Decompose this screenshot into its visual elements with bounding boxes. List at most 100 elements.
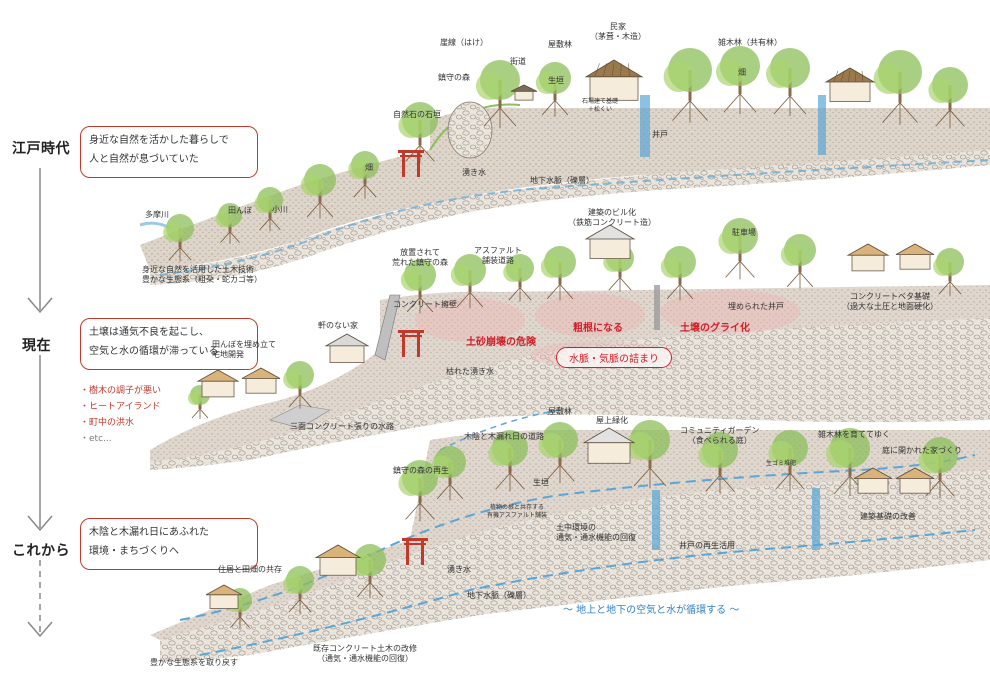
label-f-yashikirin: 屋敷林 xyxy=(548,407,572,416)
label-bldg: 建築のビル化 （鉄筋コンクリート造） xyxy=(568,208,656,228)
note-line: 空気と水の循環が滞っている xyxy=(89,346,219,357)
label-chinju: 鎮守の森 xyxy=(438,73,470,82)
note-line: 土壌は通気不良を起こし、 xyxy=(89,327,209,338)
issue-item: ・樹木の調子が悪い xyxy=(80,386,162,396)
label-ogawa: 小川 xyxy=(272,205,288,214)
label-ido: 井戸 xyxy=(652,130,668,139)
timeline-arrow xyxy=(27,168,53,638)
label-line: 民家 xyxy=(610,22,626,31)
label-line: 土中環境の xyxy=(556,523,596,532)
label-line: （食べられる庭） xyxy=(687,436,752,445)
label-tamboo: 田んぼ xyxy=(228,206,252,215)
label-f-junkan: ～ 地上と地下の空気と水が循環する ～ xyxy=(563,605,740,616)
torii-future-icon xyxy=(402,538,428,565)
label-taberi: 田んぼを埋め立て 宅地開発 xyxy=(212,340,276,360)
label-f-chika: 地下水脈（礫層） xyxy=(467,591,531,600)
label-kaido: 街道 xyxy=(510,57,526,66)
label-hochi: 放置されて 荒れた鎮守の森 xyxy=(392,248,448,268)
warning-sokon: 粗根になる xyxy=(573,323,623,334)
issue-item: ・ヒートアイランド xyxy=(80,402,161,412)
issue-list: ・樹木の調子が悪い ・ヒートアイランド ・町中の洪水 ・etc... xyxy=(80,383,161,447)
torii-edo-icon xyxy=(398,150,424,177)
label-line: 既存コンクリート土木の改修 xyxy=(313,644,417,653)
label-f-komorebi: 木陰と木漏れ日の道路 xyxy=(464,432,544,441)
tree-icon xyxy=(660,246,696,301)
house-icon xyxy=(584,59,644,101)
label-f-okujo: 屋上緑化 xyxy=(596,416,628,425)
torii-now-icon xyxy=(398,330,424,357)
tree-icon xyxy=(716,46,760,114)
tree-icon xyxy=(663,48,712,123)
tree-icon xyxy=(918,437,958,499)
tree-icon xyxy=(766,48,810,116)
label-f-zoki: 雑木林を育ててゆく xyxy=(818,430,890,439)
warning-hokai: 土砂崩壊の危険 xyxy=(466,337,536,348)
issue-item: ・etc... xyxy=(80,434,112,444)
label-umerareta: 埋められた井戸 xyxy=(728,302,784,311)
label-f-kison: 既存コンクリート土木の改修 （通気・通水機能の回復） xyxy=(313,644,417,664)
label-ikegaki: 生垣 xyxy=(548,76,564,85)
label-minka: 民家 （茅葺・木造） xyxy=(590,22,646,42)
tree-icon xyxy=(476,60,520,128)
house-icon xyxy=(582,427,636,464)
label-doboku: 身近な自然を活用した土木技術 豊かな生態系（粗朶・蛇カゴ等） xyxy=(142,265,262,285)
tree-icon xyxy=(398,460,438,522)
label-f-namagomi: 生ゴミ堆肥 xyxy=(766,460,797,467)
label-f-community: コミュニティガーデン （食べられる庭） xyxy=(680,426,760,446)
tree-icon xyxy=(283,566,314,614)
label-f-chinju: 鎮守の森の再生 xyxy=(393,466,449,475)
label-kareta: 枯れた湧き水 xyxy=(446,367,494,376)
issue-item: ・町中の洪水 xyxy=(80,418,135,428)
label-line: （過大な土圧と地面硬化） xyxy=(842,302,938,311)
label-nokinonai: 軒のない家 xyxy=(318,321,358,330)
tree-icon xyxy=(928,67,968,129)
tree-icon xyxy=(538,422,578,484)
label-hatake: 畑 xyxy=(365,163,373,172)
now-landscape xyxy=(150,285,990,470)
label-chika-suimyaku: 地下水脈（礫層） xyxy=(530,176,594,185)
tree-icon xyxy=(933,248,964,296)
label-line: 植物の根と共存する xyxy=(490,504,545,511)
label-line: 田んぼを埋め立て xyxy=(212,340,276,349)
note-line: 環境・まちづくりへ xyxy=(89,546,179,557)
label-hatake-top: 畑 xyxy=(738,68,746,77)
edo-landscape xyxy=(139,95,990,285)
label-f-yutaka: 豊かな生態系を取り戻す xyxy=(150,658,238,667)
label-shizen-ishigaki: 自然石の石垣 xyxy=(393,110,441,119)
label-line: ＋松くい xyxy=(588,106,613,113)
label-line: 石場建て基礎 xyxy=(582,98,619,105)
tree-icon xyxy=(718,218,758,280)
house-icon xyxy=(584,224,636,260)
label-line: 通気・通水機能の回復 xyxy=(556,533,636,542)
house-icon xyxy=(205,584,243,609)
future-landscape xyxy=(150,409,990,662)
label-line: （鉄筋コンクリート造） xyxy=(568,218,656,227)
tree-icon xyxy=(215,203,242,244)
tree-icon xyxy=(488,430,528,492)
era-label-edo: 江戸時代 xyxy=(12,141,70,157)
label-line: 身近な自然を活用した土木技術 xyxy=(142,265,254,274)
label-line: 舗装道路 xyxy=(482,256,514,265)
note-edo: 身近な自然を活かした暮らしで 人と自然が息づいていた xyxy=(80,126,258,178)
label-wakimizu: 湧き水 xyxy=(462,168,486,177)
label-line: 建築のビル化 xyxy=(588,208,636,217)
note-future: 木陰と木漏れ日にあふれた 環境・まちづくりへ xyxy=(80,518,258,570)
label-line: 荒れた鎮守の森 xyxy=(392,258,448,267)
house-icon xyxy=(846,243,890,272)
label-concrete-wall: コンクリート擁壁 xyxy=(393,300,457,309)
tree-icon xyxy=(626,420,670,488)
tree-icon xyxy=(400,259,436,314)
note-now: 土壌は通気不良を起こし、 空気と水の循環が滞っている xyxy=(80,318,258,370)
tree-icon xyxy=(254,187,283,232)
label-asphalt: アスファルト 舗装道路 xyxy=(474,246,522,266)
house-icon xyxy=(824,67,876,102)
house-icon xyxy=(895,243,935,270)
label-beta-kiso: コンクリートベタ基礎 （過大な土圧と地面硬化） xyxy=(842,292,938,312)
house-icon xyxy=(314,544,362,576)
label-line: 宅地開発 xyxy=(212,350,244,359)
tree-icon xyxy=(535,62,571,117)
label-line: 放置されて xyxy=(400,248,440,257)
label-f-ikegaki: 生垣 xyxy=(533,478,549,487)
note-line: 身近な自然を活かした暮らしで xyxy=(89,135,229,146)
